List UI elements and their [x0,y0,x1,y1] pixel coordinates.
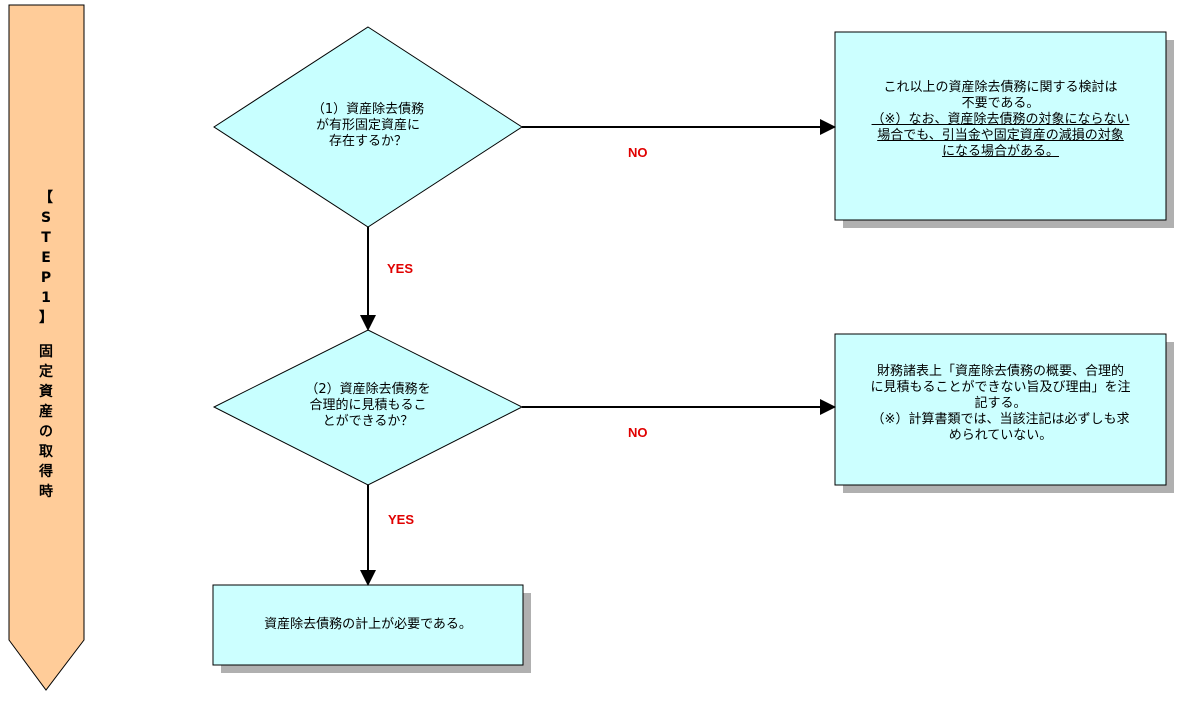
text-line: 財務諸表上「資産除去債務の概要、合理的 [876,364,1124,379]
label-no1: NO [628,145,648,160]
step-char: 1 [41,290,51,306]
text-line: 合理的に見積もるこ [309,398,427,413]
title-char: 得 [39,464,53,480]
step-banner-arrow [8,4,85,691]
text-line: 存在するか？ [328,134,407,149]
label-yes2: YES [388,512,415,527]
label-yes1: YES [387,261,414,276]
note-line: になる場合がある。 [941,144,1059,159]
text-line: 資産除去債務の計上が必要である。 [264,617,472,632]
title-char: 固 [39,344,53,360]
result-no2-text: 財務諸表上「資産除去債務の概要、合理的 に見積もることができない旨及び理由」を注… [835,364,1166,444]
text-line: （2）資産除去債務を [305,382,431,397]
step-char: E [41,250,51,266]
text-line: （1）資産除去債務 [311,102,425,117]
title-char: 取 [39,444,53,460]
result-no1-box [834,31,1167,221]
result-yes-text: 資産除去債務の計上が必要である。 [213,617,523,633]
step-banner-text: 【 S T E P 1 】 固 定 資 産 の 取 得 時 [30,188,62,502]
text-line: められていない。 [948,428,1053,443]
title-char: 定 [39,364,53,380]
text-line: が有形固定資産に [315,118,420,133]
result-no2-box [834,333,1167,486]
note-line: 場合でも、引当金や固定資産の減損の対象 [877,128,1124,143]
title-char: 資 [39,384,53,400]
result-no1-text: これ以上の資産除去債務に関する検討は 不要である。 （※）なお、資産除去債務の対… [835,80,1166,160]
step-char: S [40,210,52,226]
step-char: P [40,270,52,286]
decision1-text: （1）資産除去債務 が有形固定資産に 存在するか？ [268,102,468,150]
step-char: T [41,230,51,246]
text-line: （※）計算書類では、当該注記は必ずしも求 [871,412,1130,427]
bracket-open: 【 [39,190,53,206]
title-char: 時 [39,484,53,500]
title-char: の [39,424,53,440]
text-line: に見積もることができない旨及び理由」を注 [870,380,1131,395]
bracket-close: 】 [39,310,53,326]
label-no2: NO [628,425,648,440]
text-line: これ以上の資産除去債務に関する検討は [883,80,1118,95]
text-line: とができるか？ [322,414,414,429]
note-line: （※）なお、資産除去債務の対象にならない [871,112,1130,127]
text-line: 記する。 [974,396,1027,411]
decision2-text: （2）資産除去債務を 合理的に見積もるこ とができるか？ [268,382,468,430]
text-line: 不要である。 [961,96,1040,111]
title-char: 産 [39,404,53,420]
